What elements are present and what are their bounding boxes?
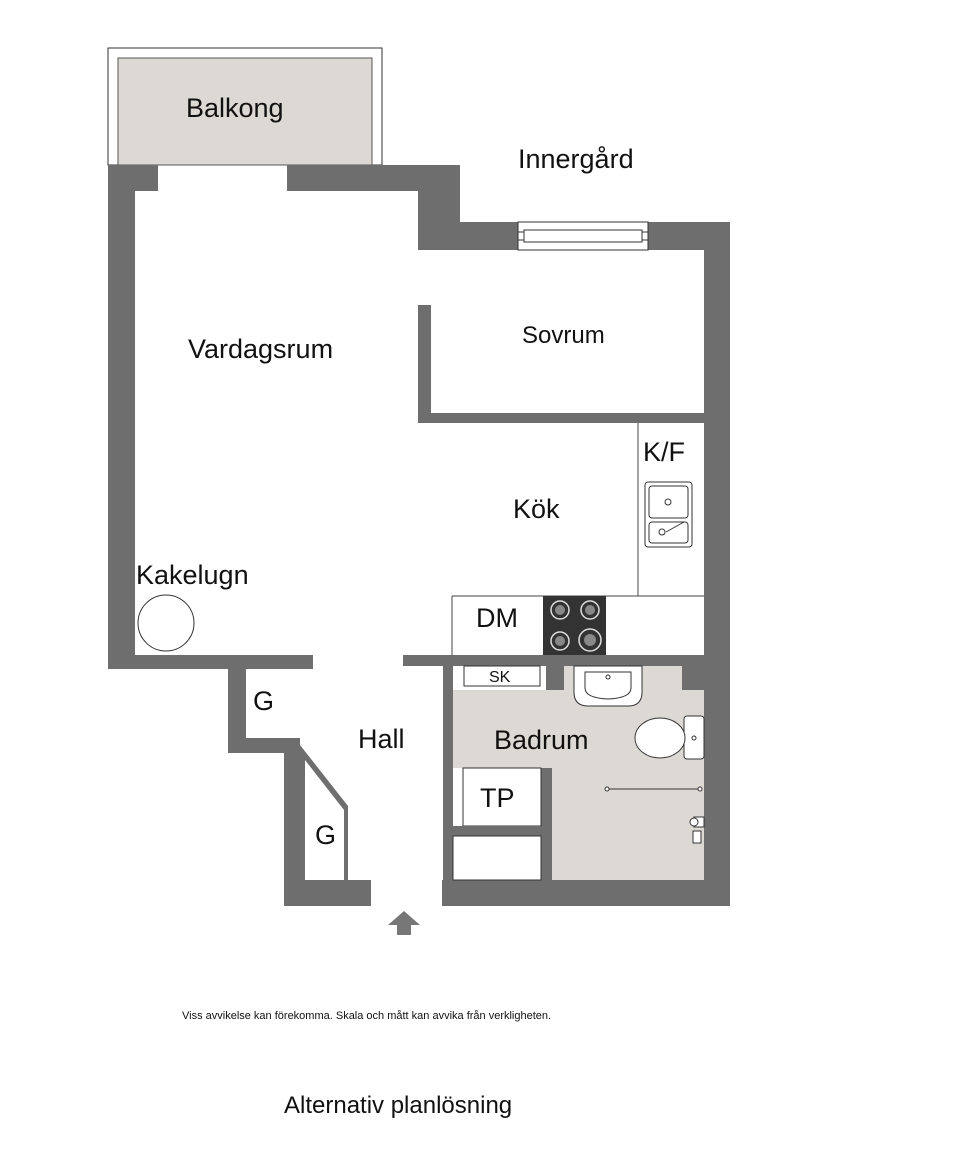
g-lower-label: G <box>315 820 336 850</box>
window <box>517 221 649 251</box>
badrum-label: Badrum <box>494 725 589 755</box>
walls <box>108 165 730 906</box>
entrance-arrow-icon <box>388 911 420 935</box>
balcony <box>107 47 383 166</box>
bedroom-partition <box>418 305 704 423</box>
sk-cabinet <box>463 665 541 687</box>
kok-label: Kök <box>513 494 560 524</box>
hall-label: Hall <box>358 724 405 754</box>
toilet-icon <box>634 715 705 760</box>
tp-label: TP <box>480 783 515 813</box>
sink-icon <box>644 481 693 548</box>
shower-icon <box>604 786 705 844</box>
tp-box <box>452 767 542 881</box>
floor-plan: Balkong Innergård Vardagsrum Sovrum K/F … <box>107 47 730 935</box>
kf-label: K/F <box>643 437 685 467</box>
dm-label: DM <box>476 603 518 633</box>
sovrum-label: Sovrum <box>522 322 605 349</box>
g-upper-label: G <box>253 686 274 716</box>
disclaimer-text: Viss avvikelse kan förekomma. Skala och … <box>182 1010 552 1022</box>
closet-lower <box>300 745 348 880</box>
stove-icon <box>543 596 606 655</box>
bathroom-floor <box>452 664 704 880</box>
innergard-label: Innergård <box>518 144 634 174</box>
plan-title: Alternativ planlösning <box>284 1092 513 1119</box>
sk-label: SK <box>489 669 511 686</box>
tiled-stove-icon <box>137 594 195 652</box>
vardagsrum-label: Vardagsrum <box>188 334 333 364</box>
washbasin-icon <box>573 665 643 707</box>
balkong-label: Balkong <box>186 93 284 123</box>
kakelugn-label: Kakelugn <box>136 560 249 590</box>
